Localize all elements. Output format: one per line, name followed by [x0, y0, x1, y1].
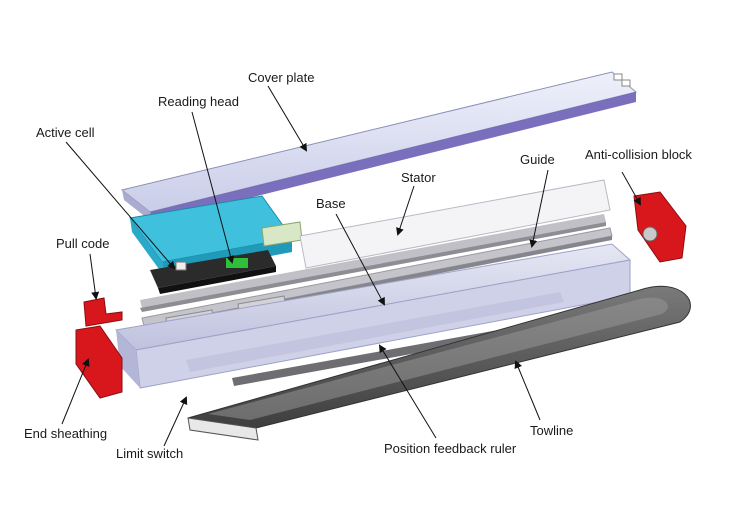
end-sheathing-part	[75, 325, 123, 399]
label-end-sheathing: End sheathing	[24, 426, 108, 441]
label-pull-code: Pull code	[56, 236, 110, 251]
reading-head-part	[150, 250, 276, 294]
leader-active-cell	[65, 141, 176, 270]
base-part	[114, 243, 632, 389]
leader-base	[335, 213, 385, 306]
leader-pull-code	[89, 253, 100, 300]
stator-part	[140, 179, 611, 312]
label-guide: Guide	[520, 152, 555, 167]
leader-guide	[529, 169, 549, 248]
label-limit-switch: Limit switch	[116, 446, 184, 461]
leader-cover-plate	[267, 85, 308, 152]
leader-anti-collision	[621, 171, 641, 206]
label-anti-collision-block: Anti-collision block	[585, 147, 692, 162]
cover-plate-part	[120, 71, 638, 222]
leader-reading-head	[191, 111, 235, 264]
label-active-cell: Active cell	[36, 125, 95, 140]
leader-limit-switch	[163, 396, 188, 447]
label-base: Base	[316, 196, 346, 211]
label-cover-plate: Cover plate	[248, 70, 315, 85]
label-towline: Towline	[530, 423, 574, 438]
leader-position-ruler	[378, 344, 437, 439]
label-stator: Stator	[401, 170, 436, 185]
pull-code-part	[83, 297, 123, 327]
label-reading-head: Reading head	[158, 94, 239, 109]
leader-towline	[514, 360, 541, 421]
label-position-feedback-ruler: Position feedback ruler	[384, 441, 517, 456]
leader-end-sheathing	[61, 358, 90, 425]
towline-part	[187, 285, 691, 441]
anti-collision-block-part	[633, 191, 687, 263]
leader-lines	[61, 85, 641, 447]
leader-stator	[396, 185, 415, 236]
